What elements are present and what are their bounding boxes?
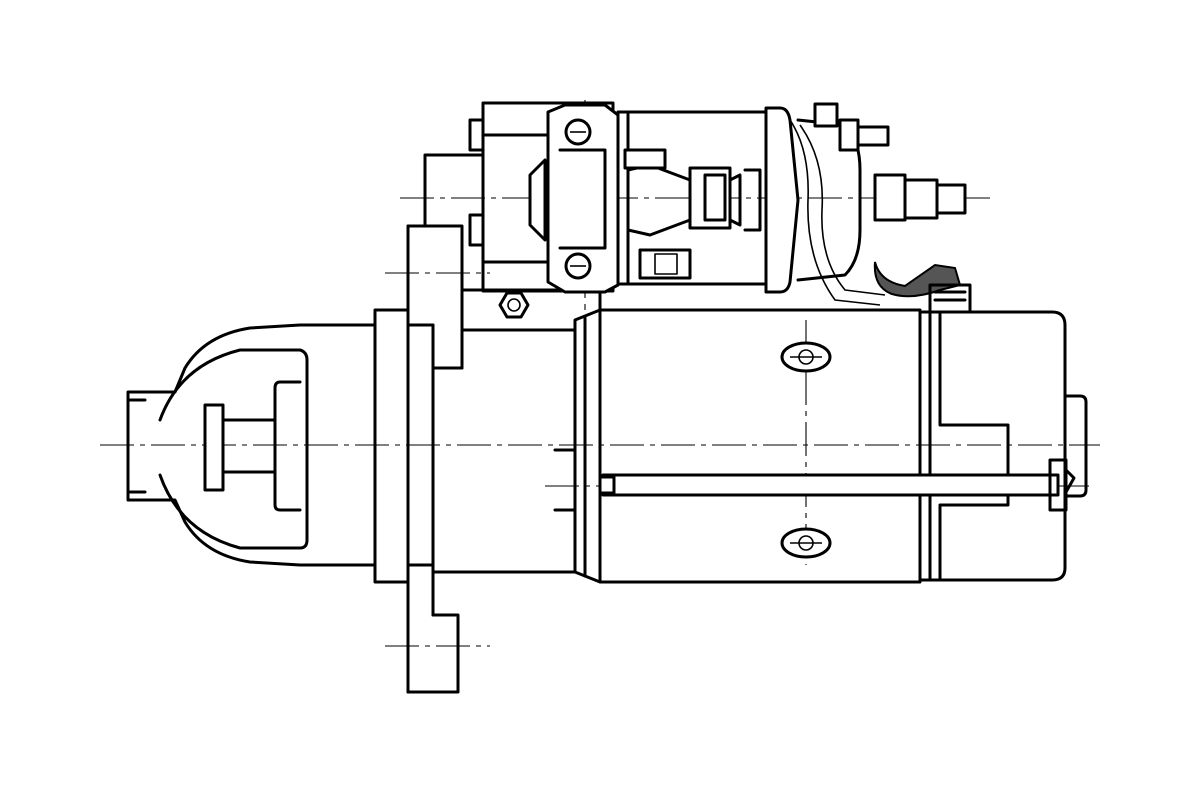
terminal-stud-top xyxy=(813,102,839,128)
solenoid-assembly xyxy=(423,101,972,319)
contact-washer-top xyxy=(623,148,667,170)
pole-screw-bottom xyxy=(780,527,832,559)
plunger-boss xyxy=(528,158,547,242)
cover-lug-bottom xyxy=(468,213,485,247)
clamp-inner xyxy=(558,148,607,250)
contact-nut-a xyxy=(703,173,727,222)
end-cap xyxy=(1063,394,1088,498)
pinion-outline xyxy=(126,398,147,494)
bolt-tip xyxy=(1064,468,1076,494)
bolt-nut-right xyxy=(1048,458,1068,512)
bolt-head-left xyxy=(598,475,616,495)
cover-lug-top xyxy=(468,118,485,152)
wire-1 xyxy=(789,119,881,306)
terminal-lead xyxy=(873,261,962,298)
contact-spring xyxy=(728,168,762,232)
pole-screw-top xyxy=(780,341,832,373)
plunger-cone xyxy=(626,163,692,237)
lead-grommet xyxy=(928,283,972,314)
clutch-outline xyxy=(273,380,302,512)
nose-cavity-outline xyxy=(158,348,309,550)
solenoid-end-cap xyxy=(764,106,800,294)
yoke-body xyxy=(598,308,922,584)
yoke-lower-step xyxy=(553,448,577,512)
yoke-assembly xyxy=(553,308,1088,584)
contact-washer-bottom-nut xyxy=(654,253,678,275)
pinion-collar xyxy=(203,403,225,492)
terminal-nut-top xyxy=(838,118,860,152)
main-housing-outline xyxy=(373,308,410,584)
mounting-flange xyxy=(373,224,577,694)
drive-end-housing xyxy=(126,323,377,567)
clamp-bolt-bottom xyxy=(564,252,592,280)
end-frame-step xyxy=(938,310,1010,582)
terminal-nut-main xyxy=(903,178,939,220)
yoke-front-ring xyxy=(573,308,602,584)
hex-nut xyxy=(498,291,530,319)
wire-2 xyxy=(799,124,886,296)
clamp-bolt-top xyxy=(564,118,592,146)
through-bolt xyxy=(601,473,1060,497)
terminal-stud-top-2 xyxy=(856,125,890,147)
terminal-stud-main xyxy=(873,173,907,222)
intermediate-housing xyxy=(431,328,577,574)
nose-housing-outline xyxy=(126,323,377,567)
terminal-bolt-main xyxy=(935,183,967,215)
flange-plate-outline xyxy=(406,224,464,694)
commutator-end-frame xyxy=(918,310,1067,582)
